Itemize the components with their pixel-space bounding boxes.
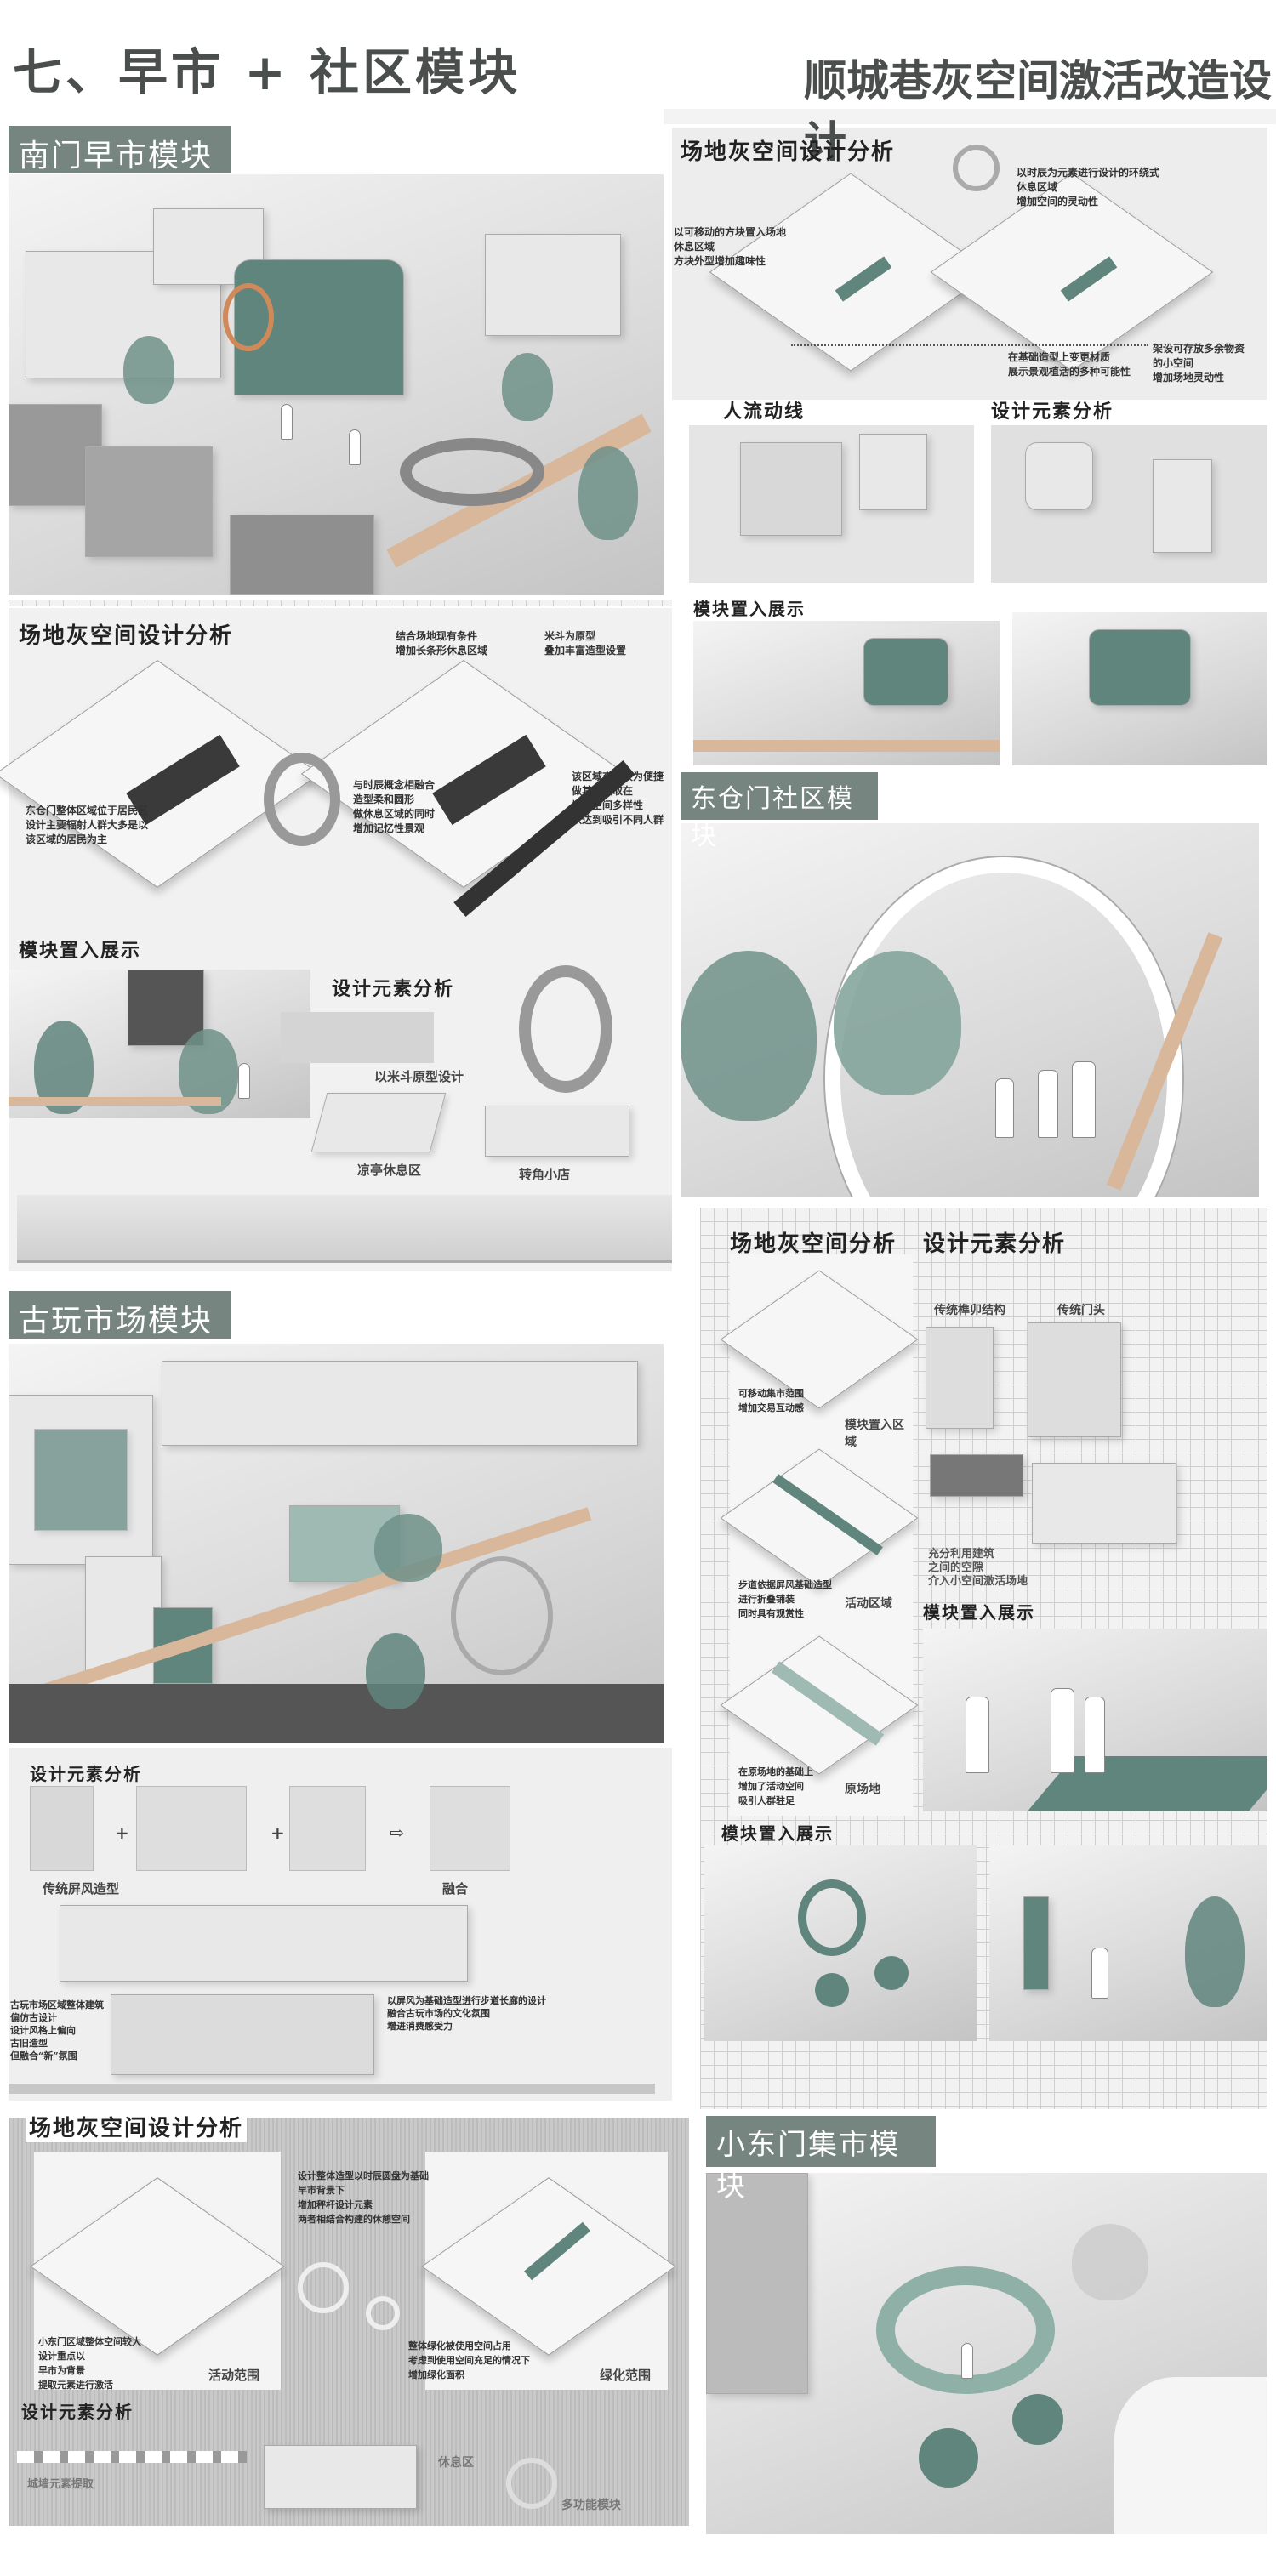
placement-render [693,621,1000,765]
south-gate-render [9,174,664,595]
element-image [281,1012,434,1063]
element-caption: 转角小店 [519,1167,571,1182]
annotation: 架设可存放多余物资 的小空间 增加场地灵动性 [1153,343,1245,384]
step-caption: 原场地 [845,1783,880,1796]
annotation: 步道依据屏风基础造型 进行折叠铺装 同时具有观赏性 [738,1579,832,1619]
module-label-south-gate: 南门早市模块 [9,126,231,173]
activity-range-panel: 小东门区域整体空间较大 设计重点以 早市为背景 提取元素进行激活 活动范围 [30,2152,285,2391]
annotation: 与时辰概念相融合 造型柔和圆形 做休息区域的同时 增加记忆性景观 [353,779,436,834]
annotation: 该区域交通较为便捷 做其重点取在 增加空间多样性 以达到吸引不同人群 [572,771,664,826]
annotation: 设计整体造型以时辰圆盘为基础 早市背景下 增加秤杆设计元素 两者相结合构建的休憩… [298,2170,429,2225]
module-label-small-east-gate: 小东门集市模块 [706,2116,936,2204]
green-range-panel: 整体绿化被使用空间占用 考虑到使用空间充足的情况下 增加绿化面积 绿化范围 [408,2152,676,2390]
header-backdrop [664,109,1276,124]
section-title: 场地灰空间设计分析 [26,2111,248,2142]
annotation: 充分利用建筑 之间的空隙 介入小空间激活场地 [928,1548,1028,1588]
annotation: 在原场地的基础上 增加了活动空间 吸引人群驻足 [738,1766,813,1806]
annotation: 米斗为原型 叠加丰富造型设置 [544,630,627,657]
section-title: 模块置入展示 [721,1823,834,1844]
annotation: 结合场地现有条件 增加长条形休息区域 [396,630,488,657]
antique-render [9,1344,664,1743]
annotation: 可移动集市范围 增加交易互动感 [738,1388,804,1413]
module-label-east-granary: 东仓门社区模块 [681,772,878,851]
annotation: 以时辰为元素进行设计的环绕式 休息区域 增加空间的灵动性 [1017,167,1160,208]
placement-render [704,1845,977,2041]
screen-element-image [30,1786,94,1871]
placement-render [9,970,310,1118]
element-caption: 城墙元素提取 [27,2478,94,2491]
placement-render [1012,612,1267,765]
section-title: 模块置入展示 [923,1602,1035,1623]
elevation-strip [17,1195,672,1263]
screen-element-image [289,1786,366,1871]
element-caption: 休息区 [438,2456,474,2470]
element-caption: 传统门头 [1057,1304,1105,1317]
section-title: 模块置入展示 [693,599,806,619]
grid-section: 场地灰空间分析 设计元素分析 可移动集市范围 增加交易互动感 模块置入区域 步道… [700,1208,1267,2109]
section-title: 人流动线 [723,401,806,423]
section-title: 场地灰空间分析 [730,1231,897,1257]
element-caption: 凉亭休息区 [357,1163,422,1178]
section-title: 场地灰空间设计分析 [681,139,896,165]
section-title: 模块置入展示 [19,940,142,962]
element-caption: 传统屏风造型 [43,1881,120,1896]
annotation: 在基础造型上变更材质 展示景观植活的多种可能性 [1008,351,1131,378]
section-title: 设计元素分析 [332,978,455,1000]
design-elements-image [991,425,1267,583]
project-title: 顺城巷灰空间激活改造设计 [804,55,1272,167]
annotation: 以屏风为基础造型进行步道长廊的设计 融合古玩市场的文化氛围 增进消费感受力 [387,1995,546,2032]
element-caption: 以米斗原型设计 [374,1069,464,1084]
arrow-icon: ⇨ [390,1823,404,1843]
merged-element-image [430,1786,510,1871]
annotation: 东仓门整体区域位于居民区 设计主要辐射人群大多是以 该区域的居民为主 [26,805,149,845]
small-east-gate-analysis: 场地灰空间设计分析 小东门区域整体空间较大 设计重点以 早市为背景 提取元素进行… [9,2111,689,2526]
annotation: 整体绿化被使用空间占用 考虑到使用空间充足的情况下 增加绿化面积 [408,2340,530,2380]
element-caption: 融合 [442,1881,469,1896]
divider [9,600,672,606]
small-east-gate-render [706,2173,1267,2534]
element-caption: 多功能模块 [561,2499,621,2512]
placement-render [989,1845,1267,2041]
site-steps-panel: 可移动集市范围 增加交易互动感 模块置入区域 步道依据屏风基础造型 进行折叠铺装… [720,1254,919,1816]
section-title: 设计元素分析 [30,1764,142,1784]
plus-sign: + [271,1823,285,1843]
section-title: 场地灰空间设计分析 [19,623,234,649]
south-gate-site-analysis: 场地灰空间设计分析 以可移动的方块置入场地 休息区域 方块外型增加趣味性 以时辰… [672,128,1267,400]
module-label-antique: 古玩市场模块 [9,1291,231,1339]
placement-render [923,1629,1267,1811]
section-title: 设计元素分析 [21,2402,134,2422]
page-title: 七、早市 + 社区模块 [13,43,521,101]
section-title: 设计元素分析 [923,1231,1067,1257]
wall-element [17,2451,247,2463]
screen-element-image [136,1786,247,1871]
annotation: 小东门区域整体空间较大 设计重点以 早市为背景 提取元素进行激活 [38,2336,141,2391]
east-granary-analysis: 场地灰空间设计分析 结合场地现有条件 增加长条形休息区域 米斗为原型 叠加丰富造… [0,608,672,1271]
antique-elements: 设计元素分析 + + ⇨ 传统屏风造型 融合 古玩市场区域整体建筑 偏仿古设计 … [9,1748,672,2101]
element-caption: 传统榫卯结构 [934,1304,1005,1317]
flow-diagram [689,425,974,583]
step-caption: 模块置入区域 [845,1419,904,1449]
plus-sign: + [115,1823,129,1843]
range-caption: 绿化范围 [600,2368,652,2383]
annotation: 古玩市场区域整体建筑 偏仿古设计 设计风格上偏向 古旧造型 但融合“新”氛围 [10,1999,104,2061]
annotation: 以可移动的方块置入场地 休息区域 方块外型增加趣味性 [674,226,787,267]
step-caption: 活动区域 [845,1597,892,1611]
east-granary-render [681,823,1259,1197]
range-caption: 活动范围 [208,2368,260,2383]
section-title: 设计元素分析 [991,401,1114,423]
